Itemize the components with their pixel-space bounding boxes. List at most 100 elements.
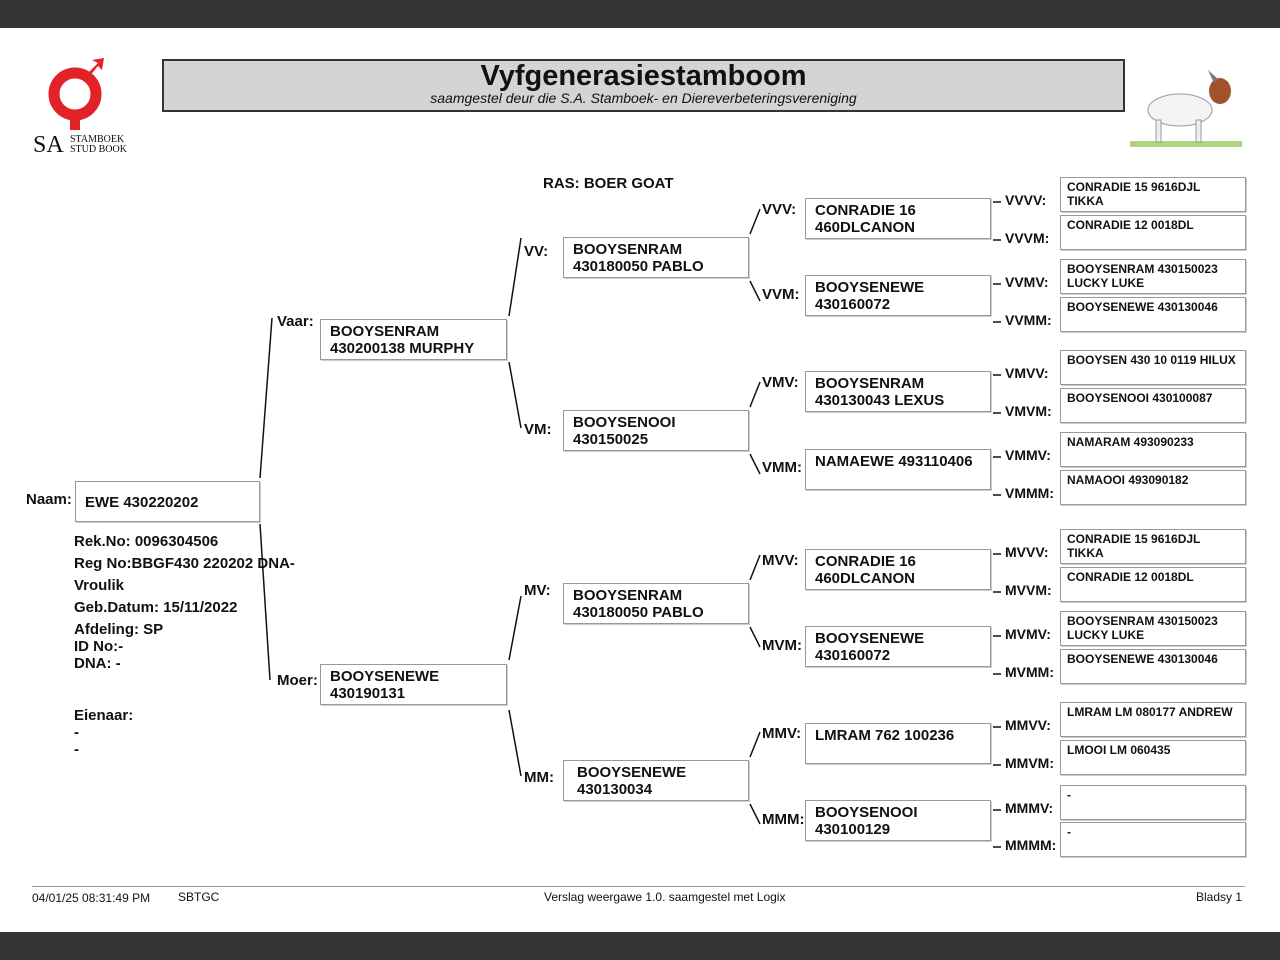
ancestor-line: BOOYSENEWE xyxy=(577,764,687,781)
ancestor-box[interactable]: NAMAEWE 493110406 xyxy=(805,449,991,490)
footer-datetime: 04/01/25 08:31:49 PM xyxy=(32,891,151,905)
ancestor-box[interactable]: CONRADIE 12 0018DL xyxy=(1060,215,1246,250)
animal-info-line: DNA: - xyxy=(74,655,121,672)
ancestor-line: BOOYSENEWE xyxy=(815,279,925,296)
pedigree-label: VVM: xyxy=(762,286,800,303)
animal-info-line: - xyxy=(74,724,79,741)
pedigree-label: VVMM: xyxy=(1005,312,1052,328)
ancestor-line: BOOYSENRAM 430150023 xyxy=(1067,614,1218,628)
ancestor-line: CONRADIE 12 0018DL xyxy=(1067,570,1194,584)
ancestor-line: 430190131 xyxy=(330,685,406,702)
ancestor-line: 430160072 xyxy=(815,647,891,664)
ancestor-line: BOOYSENEWE xyxy=(815,630,925,647)
ancestor-line: 460DLCANON xyxy=(815,219,916,236)
pedigree-label: VMV: xyxy=(762,374,799,391)
pedigree-label: MV: xyxy=(524,582,551,599)
name-label: Naam: xyxy=(26,491,72,508)
pedigree-label: Moer: xyxy=(277,672,318,689)
pedigree-label: MMVV: xyxy=(1005,717,1051,733)
ancestor-line: BOOYSENEWE xyxy=(330,668,440,685)
pedigree-label: VMM: xyxy=(762,459,802,476)
ancestor-line: BOOYSENRAM xyxy=(815,375,925,392)
ancestor-line: 430100129 xyxy=(815,821,891,838)
pedigree-label: MMV: xyxy=(762,725,802,742)
footer-page: Bladsy 1 xyxy=(1196,890,1243,904)
ancestor-box[interactable]: - xyxy=(1060,822,1246,857)
pedigree-label: VVVM: xyxy=(1005,230,1050,246)
pedigree-label: Vaar: xyxy=(277,313,314,330)
ancestor-box[interactable]: LMRAM 762 100236 xyxy=(805,723,991,764)
ancestor-box[interactable]: CONRADIE 15 9616DJL TIKKA xyxy=(1060,177,1246,212)
pedigree-label: MVMV: xyxy=(1005,626,1051,642)
ancestor-box[interactable]: BOOYSENOOI 430100087 xyxy=(1060,388,1246,423)
ancestor-box[interactable]: BOOYSEN 430 10 0119 HILUX xyxy=(1060,350,1246,385)
breed-label: RAS: BOER GOAT xyxy=(543,175,674,192)
subject-animal-name: EWE 430220202 xyxy=(85,494,199,511)
pedigree-label: VMVV: xyxy=(1005,365,1049,381)
ancestor-line: NAMARAM 493090233 xyxy=(1067,435,1194,449)
ancestor-box[interactable]: - xyxy=(1060,785,1246,820)
logo-line1: STAMBOEK xyxy=(70,134,125,145)
ancestor-box[interactable]: CONRADIE 12 0018DL xyxy=(1060,567,1246,602)
title-box: Vyfgenerasiestamboom saamgestel deur die… xyxy=(162,59,1125,112)
pedigree-label: MVM: xyxy=(762,637,802,654)
logo-sa: SA xyxy=(33,132,64,158)
animal-info-line: Geb.Datum: 15/11/2022 xyxy=(74,599,238,616)
ancestor-line: BOOYSENOOI xyxy=(815,804,918,821)
ancestor-box[interactable]: NAMAOOI 493090182 xyxy=(1060,470,1246,505)
pedigree-label: MM: xyxy=(524,769,554,786)
bottom-bar xyxy=(0,932,1280,960)
ancestor-line: 430200138 MURPHY xyxy=(330,340,475,357)
ancestor-line: BOOYSENRAM xyxy=(330,323,440,340)
ancestor-line: CONRADIE 16 xyxy=(815,202,916,219)
ancestor-box[interactable]: LMOOI LM 060435 xyxy=(1060,740,1246,775)
footer-version: Verslag weergawe 1.0. saamgestel met Log… xyxy=(544,890,786,904)
boer-goat-image xyxy=(1130,65,1245,150)
sa-studbook-logo: SA STAMBOEK STUD BOOK xyxy=(30,56,135,158)
ancestor-line: 460DLCANON xyxy=(815,570,916,587)
subject-animal-box[interactable]: EWE 430220202 xyxy=(75,481,260,522)
ancestor-line: BOOYSENEWE 430130046 xyxy=(1067,652,1218,666)
ancestor-line: BOOYSEN 430 10 0119 HILUX xyxy=(1067,353,1236,367)
ancestor-line: LMRAM 762 100236 xyxy=(815,727,955,744)
animal-info-line: ID No:- xyxy=(74,638,124,655)
pedigree-label: VV: xyxy=(524,243,549,260)
top-bar xyxy=(0,0,1280,28)
ancestor-box[interactable]: NAMARAM 493090233 xyxy=(1060,432,1246,467)
ancestor-line: - xyxy=(1067,788,1071,802)
pedigree-label: MVVM: xyxy=(1005,582,1052,598)
ancestor-box[interactable]: CONRADIE 15 9616DJL TIKKA xyxy=(1060,529,1246,564)
ancestor-line: BOOYSENOOI xyxy=(573,414,676,431)
pedigree-label: VM: xyxy=(524,421,552,438)
animal-info-line: Reg No:BBGF430 220202 DNA- xyxy=(74,555,295,572)
ancestor-line: BOOYSENRAM xyxy=(573,241,683,258)
animal-info-line: Afdeling: SP xyxy=(74,621,164,638)
ancestor-line: NAMAOOI 493090182 xyxy=(1067,473,1189,487)
pedigree-label: MVV: xyxy=(762,552,799,569)
ancestor-box[interactable]: BOOYSENEWE 430130046 xyxy=(1060,649,1246,684)
ancestor-box[interactable]: BOOYSENEWE 430130046 xyxy=(1060,297,1246,332)
ancestor-line: 430180050 PABLO xyxy=(573,604,704,621)
ancestor-box[interactable]: LMRAM LM 080177 ANDREW xyxy=(1060,702,1246,737)
animal-info-line: Eienaar: xyxy=(74,707,134,724)
ancestor-line: NAMAEWE 493110406 xyxy=(815,453,973,470)
ancestor-line: CONRADIE 15 9616DJL TIKKA xyxy=(1067,532,1201,560)
footer-divider xyxy=(32,886,1245,887)
ancestor-line: CONRADIE 16 xyxy=(815,553,916,570)
ancestor-line: BOOYSENOOI 430100087 xyxy=(1067,391,1213,405)
